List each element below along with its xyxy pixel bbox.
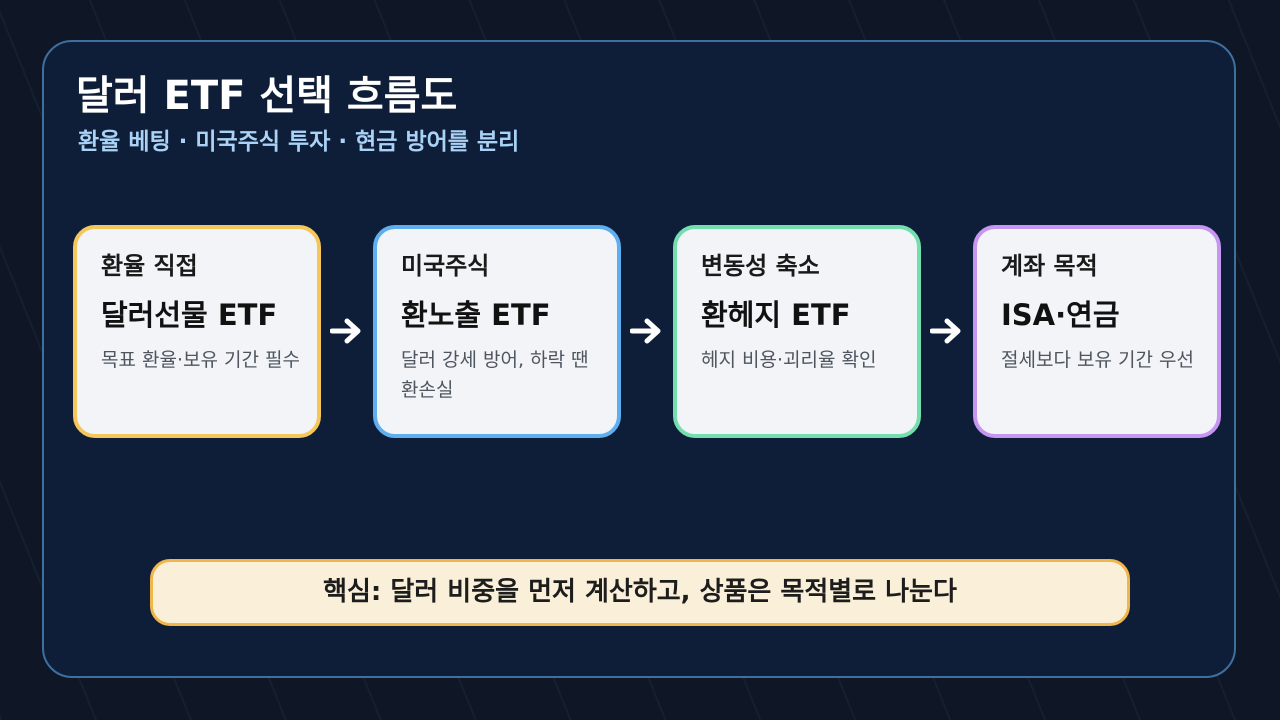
flow-card-volatility: 변동성 축소 환헤지 ETF 헤지 비용·괴리율 확인 xyxy=(673,225,921,438)
key-takeaway-callout: 핵심: 달러 비중을 먼저 계산하고, 상품은 목적별로 나눈다 xyxy=(150,559,1130,626)
flow-card-fx-direct: 환율 직접 달러선물 ETF 목표 환율·보유 기간 필수 xyxy=(73,225,321,438)
arrow-right-icon xyxy=(930,318,961,344)
arrow-right-icon xyxy=(630,318,661,344)
card-heading: 달러선물 ETF xyxy=(101,298,278,332)
card-label: 변동성 축소 xyxy=(701,252,820,280)
flow-card-account: 계좌 목적 ISA·연금 절세보다 보유 기간 우선 xyxy=(973,225,1221,438)
card-label: 환율 직접 xyxy=(101,252,198,280)
card-description: 목표 환율·보유 기간 필수 xyxy=(101,349,300,371)
card-label: 계좌 목적 xyxy=(1001,252,1098,280)
card-heading: 환노출 ETF xyxy=(401,298,551,332)
page-title: 달러 ETF 선택 흐름도 xyxy=(76,73,458,119)
page-subtitle: 환율 베팅 · 미국주식 투자 · 현금 방어를 분리 xyxy=(78,129,520,155)
card-description: 절세보다 보유 기간 우선 xyxy=(1001,349,1194,371)
card-description: 헤지 비용·괴리율 확인 xyxy=(701,349,877,371)
arrow-right-icon xyxy=(330,318,361,344)
card-heading: ISA·연금 xyxy=(1001,298,1120,332)
flow-card-us-stock: 미국주식 환노출 ETF 달러 강세 방어, 하락 땐 환손실 xyxy=(373,225,621,438)
card-description: 달러 강세 방어, 하락 땐 환손실 xyxy=(401,349,589,401)
card-label: 미국주식 xyxy=(401,252,490,280)
card-heading: 환헤지 ETF xyxy=(701,298,851,332)
